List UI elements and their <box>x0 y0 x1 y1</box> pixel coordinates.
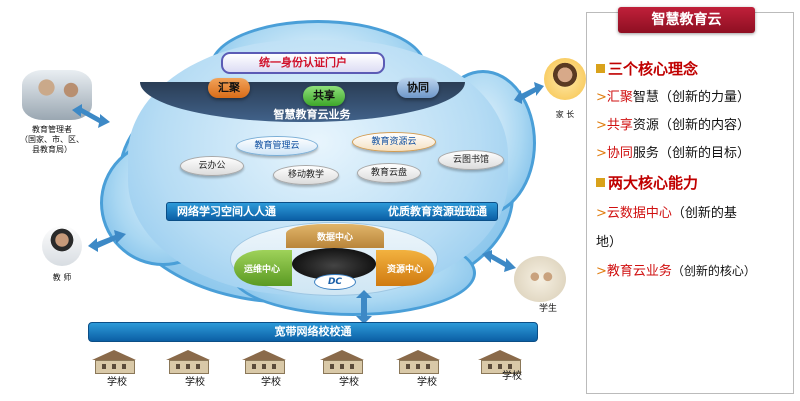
learning-space-label: 网络学习空间人人通 <box>177 205 276 218</box>
auth-portal: 统一身份认证门户 <box>221 52 385 74</box>
capability-item: >云数据中心（创新的基 <box>596 202 737 221</box>
section-core-ideas: 三个核心理念 <box>596 58 698 79</box>
idea-word: 智慧 <box>632 90 659 105</box>
app-cloud-office-label: 云办公 <box>198 161 226 171</box>
learning-space-bar: 网络学习空间人人通 优质教育资源班班通 <box>166 202 498 221</box>
cloud-diagram: 统一身份认证门户 智慧教育云业务 汇聚 共享 协同 教育管理云 教育资源云 云办… <box>20 20 586 388</box>
parent-label: 家 长 <box>555 110 575 119</box>
school-label: 学校 <box>502 371 522 382</box>
section-core-capabilities-label: 两大核心能力 <box>608 174 699 192</box>
idea-note: （创新的内容） <box>658 118 750 133</box>
arrow-bullet-icon: > <box>596 146 607 161</box>
section-core-ideas-label: 三个核心理念 <box>608 60 699 78</box>
ops-center-segment <box>234 250 292 286</box>
school-label: 学校 <box>261 377 281 388</box>
student-arrow-icon <box>482 250 516 272</box>
school-label: 学校 <box>185 377 205 388</box>
idea-item: >汇聚智慧（创新的力量） <box>596 86 750 105</box>
admin-arrow-icon <box>72 104 110 128</box>
ops-center-label: 运维中心 <box>243 265 280 275</box>
square-bullet-icon <box>596 178 605 187</box>
education-management-cloud: 教育管理云 <box>236 136 318 156</box>
dc-logo-text: DC <box>327 277 343 287</box>
education-resource-cloud: 教育资源云 <box>352 132 436 152</box>
arrow-bullet-icon: > <box>596 264 607 279</box>
app-education-drive: 教育云盘 <box>357 163 421 183</box>
idea-word: 资源 <box>632 118 659 133</box>
school-label: 学校 <box>417 377 437 388</box>
capability-note-cont: 地） <box>596 235 623 250</box>
education-management-cloud-label: 教育管理云 <box>254 141 300 151</box>
network-label: 宽带网络校校通 <box>274 325 352 338</box>
school-icon <box>478 350 522 374</box>
vertical-double-arrow-icon <box>356 290 372 324</box>
quality-resources-label: 优质教育资源班班通 <box>388 205 487 218</box>
idea-note: （创新的目标） <box>658 146 750 161</box>
pill-collaborate: 协同 <box>397 78 439 98</box>
student-label: 学生 <box>538 304 557 314</box>
parent-arrow-icon <box>514 82 544 104</box>
school-label: 学校 <box>107 377 127 388</box>
arrow-bullet-icon: > <box>596 206 607 221</box>
capability-key: 云数据中心 <box>606 206 672 221</box>
school-label: 学校 <box>339 377 359 388</box>
school-icon <box>92 350 136 374</box>
parent-photo <box>544 58 586 100</box>
idea-item: >共享资源（创新的内容） <box>596 114 750 133</box>
section-core-capabilities: 两大核心能力 <box>596 172 698 193</box>
data-center-label: 数据中心 <box>316 233 353 243</box>
dc-logo: DC <box>314 274 356 290</box>
app-education-drive-label: 教育云盘 <box>370 168 407 178</box>
resource-center-label: 资源中心 <box>386 265 423 275</box>
teacher-photo <box>42 226 82 266</box>
school-icon <box>396 350 440 374</box>
panel-title: 智慧教育云 <box>618 7 755 33</box>
school-icon <box>166 350 210 374</box>
summary-panel <box>586 12 794 394</box>
school-icon <box>320 350 364 374</box>
admin-label: 教育管理者 （国家、市、区、 县教育局） <box>20 125 84 154</box>
cloud-service-label: 智慧教育云业务 <box>273 108 351 121</box>
student-photo <box>514 256 566 302</box>
idea-key: 共享 <box>606 118 633 133</box>
data-center-segment <box>286 224 384 248</box>
capability-key: 教育云业务 <box>606 264 672 279</box>
pill-share: 共享 <box>303 86 345 106</box>
education-resource-cloud-label: 教育资源云 <box>371 137 417 147</box>
teacher-label: 教 师 <box>52 273 72 282</box>
app-cloud-office: 云办公 <box>180 156 244 176</box>
capability-item: >教育云业务（创新的核心） <box>596 260 756 279</box>
school-icon <box>242 350 286 374</box>
app-cloud-library-label: 云图书馆 <box>452 155 489 165</box>
idea-note: （创新的力量） <box>658 90 750 105</box>
idea-key: 协同 <box>606 146 633 161</box>
network-bar: 宽带网络校校通 <box>88 322 538 342</box>
idea-word: 服务 <box>632 146 659 161</box>
idea-key: 汇聚 <box>606 90 633 105</box>
app-mobile-teaching-label: 移动教学 <box>287 170 324 180</box>
capability-note: （创新的核心） <box>671 264 756 278</box>
app-cloud-library: 云图书馆 <box>438 150 504 170</box>
app-mobile-teaching: 移动教学 <box>273 165 339 185</box>
square-bullet-icon <box>596 64 605 73</box>
arrow-bullet-icon: > <box>596 118 607 133</box>
idea-item: >协同服务（创新的目标） <box>596 142 750 161</box>
capability-note: （创新的基 <box>671 206 737 221</box>
pill-converge: 汇聚 <box>208 78 250 98</box>
teacher-arrow-icon <box>88 230 126 252</box>
arrow-bullet-icon: > <box>596 90 607 105</box>
resource-center-segment <box>376 250 434 286</box>
